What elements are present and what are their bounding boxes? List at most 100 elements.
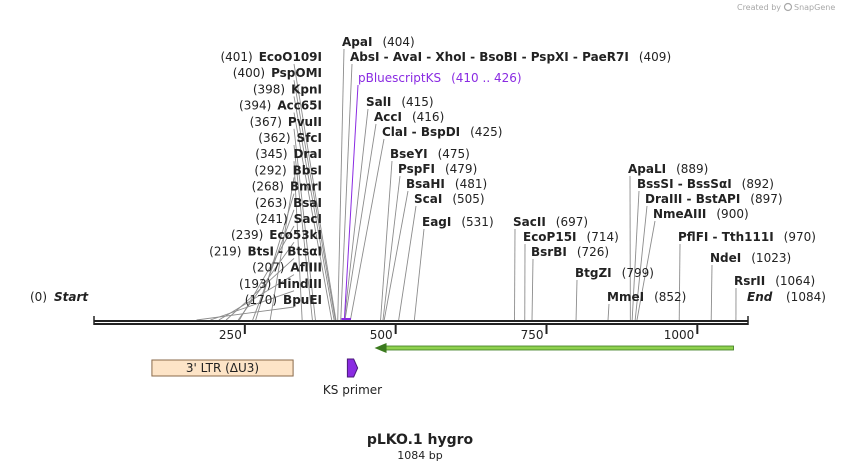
site-name: BmrI [290, 180, 322, 194]
site-position: (889) [676, 162, 708, 176]
tick-label: 500 [370, 328, 393, 342]
site-name: Eco53kI [269, 228, 322, 242]
leader-line [343, 108, 369, 321]
site-position: (892) [742, 177, 774, 191]
site-position: (345) [255, 147, 287, 161]
orf-bar [384, 345, 734, 351]
site-position: (416) [412, 110, 444, 124]
site-position: (400) [233, 66, 265, 80]
site-name: EagI [422, 215, 451, 229]
site-position: (481) [455, 177, 487, 191]
feature-ltr-box [151, 359, 294, 377]
leader-line [344, 123, 377, 321]
end-label: End [747, 290, 773, 304]
site-position: (897) [750, 192, 782, 206]
site-position: (425) [470, 125, 502, 139]
site-position: (394) [239, 99, 271, 113]
leader-line [413, 228, 425, 321]
snapgene-logo-icon [783, 2, 793, 12]
leader-line [225, 258, 295, 321]
site-position: (193) [239, 277, 271, 291]
primer-binding-range: (410 .. 426) [451, 71, 521, 85]
site-position: (714) [587, 230, 619, 244]
leader-line [349, 138, 385, 321]
site-name: ApaI [342, 35, 372, 49]
site-position: (799) [622, 266, 654, 280]
site-name: KpnI [291, 82, 322, 96]
leader-line [636, 220, 656, 321]
start-position: (0) [30, 290, 47, 304]
site-name: PflFI - Tth111I [678, 230, 774, 244]
leader-line [380, 160, 393, 321]
site-position: (505) [452, 192, 484, 206]
site-name: AccI [374, 110, 402, 124]
site-position: (263) [255, 196, 287, 210]
site-labels: EcoO109I(401)PspOMI(400)KpnI(398)Acc65I(… [30, 35, 826, 307]
leader-line [293, 96, 335, 321]
site-name: BtgZI [575, 266, 612, 280]
site-name: AbsI - AvaI - XhoI - BsoBI - PspXI - Pae… [350, 50, 629, 64]
site-position: (292) [254, 163, 286, 177]
site-name: ApaLI [628, 162, 666, 176]
leader-line [293, 63, 337, 321]
site-position: (207) [252, 261, 284, 275]
site-position: (1023) [751, 251, 791, 265]
tick-label: 250 [219, 328, 242, 342]
leader-line [293, 144, 313, 321]
primer-leader-line [343, 84, 359, 321]
leader-line [634, 205, 648, 321]
site-name: ScaI [414, 192, 442, 206]
site-name: PvuII [288, 115, 322, 129]
feature-track: 3' LTR (ΔU3)KS primer [151, 343, 734, 397]
site-position: (852) [654, 290, 686, 304]
tick-label: 1000 [664, 328, 695, 342]
site-name: HindIII [277, 277, 322, 291]
site-leader-lines [196, 48, 737, 321]
site-position: (367) [250, 115, 282, 129]
site-position: (1064) [775, 274, 815, 288]
leader-line [293, 112, 333, 321]
leader-line [631, 190, 640, 321]
leader-line [210, 290, 295, 321]
leader-line [340, 63, 353, 321]
site-name: NmeAIII [653, 207, 706, 221]
site-position: (415) [401, 95, 433, 109]
tick-label: 750 [521, 328, 544, 342]
site-name: BsrBI [531, 245, 567, 259]
sequence-backbone: 250 500 750 1000 [93, 316, 749, 342]
site-position: (409) [639, 50, 671, 64]
site-name: EcoO109I [259, 50, 322, 64]
leader-line [383, 190, 409, 321]
leader-line [337, 48, 345, 321]
leader-line [531, 258, 534, 321]
site-name: ClaI - BspDI [382, 125, 460, 139]
site-position: (697) [556, 215, 588, 229]
leader-line [239, 225, 295, 321]
site-position: (900) [716, 207, 748, 221]
site-name: NdeI [710, 251, 741, 265]
site-name: BseYI [390, 147, 428, 161]
site-position: (726) [577, 245, 609, 259]
leader-line [575, 279, 578, 321]
site-position: (170) [245, 293, 277, 307]
leader-line [710, 264, 713, 321]
credit-brand: SnapGene [794, 3, 835, 12]
site-position: (475) [438, 147, 470, 161]
leader-line [678, 243, 681, 321]
leader-line [382, 175, 401, 321]
site-name: SalI [366, 95, 391, 109]
site-position: (479) [445, 162, 477, 176]
leader-line [398, 205, 417, 321]
site-name: Acc65I [277, 99, 322, 113]
site-name: BtsI - BtsαI [247, 244, 322, 258]
site-name: PspOMI [271, 66, 322, 80]
site-name: SfcI [297, 131, 322, 145]
plasmid-name: pLKO.1 hygro [367, 432, 474, 448]
site-name: DraIII - BstAPI [645, 192, 740, 206]
site-position: (531) [461, 215, 493, 229]
leader-line [607, 303, 610, 321]
leader-line [255, 193, 295, 321]
feature-ltr-label: 3' LTR (ΔU3) [186, 361, 259, 375]
site-name: BbsI [293, 163, 322, 177]
